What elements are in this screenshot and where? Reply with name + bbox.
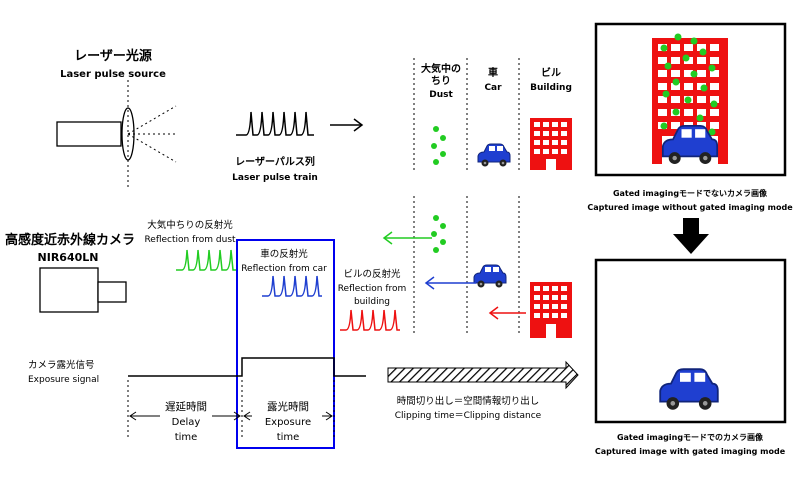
exposure-time-en-2: time — [277, 432, 300, 443]
arrow-down-icon — [673, 218, 709, 254]
exposure-time-ja: 露光時間 — [267, 400, 309, 413]
image-without-gating — [594, 22, 787, 177]
exposure-time-en-1: Exposure — [265, 417, 311, 428]
car-reflection-arrow — [424, 276, 476, 290]
car-reflection-ja: 車の反射光 — [260, 248, 308, 260]
building-icon-reflect — [530, 282, 572, 338]
laser-train-en: Laser pulse train — [232, 173, 318, 183]
caption-top-ja: Gated imagingモードでないカメラ画像 — [613, 188, 768, 198]
clipping-ja: 時間切り出し＝空間情報切り出し — [397, 395, 540, 407]
building-reflection-en-1: Reflection from — [338, 284, 407, 294]
building-reflection-arrow — [488, 306, 526, 320]
dust-reflection-ja: 大気中ちりの反射光 — [147, 219, 233, 231]
dust-reflection-en: Reflection from dust — [144, 235, 236, 245]
exposure-window-frame — [236, 239, 335, 449]
clipping-arrow — [387, 360, 579, 390]
image-with-gating — [594, 258, 787, 424]
dust-particles-top — [431, 126, 446, 165]
camera-icon — [39, 267, 127, 313]
car-label-ja: 車 — [488, 66, 498, 79]
exposure-signal-waveform — [128, 357, 366, 377]
exposure-signal-en: Exposure signal — [28, 375, 99, 385]
laser-pulse-train — [236, 111, 314, 136]
laser-train-ja: レーザーパルス列 — [235, 155, 315, 168]
dust-label-ja-2: ちり — [431, 75, 451, 87]
camera-model: NIR640LN — [38, 251, 99, 264]
building-icon — [530, 118, 572, 170]
car-label-en: Car — [484, 83, 502, 93]
arrow-right-icon — [330, 118, 364, 132]
dust-label-ja-1: 大気中の — [421, 62, 461, 75]
caption-top-en: Captured image without gated imaging mod… — [587, 203, 793, 212]
building-label-en: Building — [530, 83, 572, 93]
delay-time-en-2: time — [175, 432, 198, 443]
clipping-en: Clipping time＝Clipping distance — [395, 411, 542, 421]
dust-particles-bottom — [431, 215, 446, 253]
dust-reflection-arrow — [382, 231, 432, 245]
building-label-ja: ビル — [541, 66, 561, 79]
building-reflection-en-2: building — [354, 297, 390, 307]
exposure-signal-ja: カメラ露光信号 — [28, 359, 95, 371]
timing-guides — [127, 380, 335, 440]
building-reflection-pulses — [340, 309, 400, 331]
caption-bottom-ja: Gated imagingモードでのカメラ画像 — [617, 432, 764, 442]
car-icon-reflect — [473, 264, 507, 288]
car-reflection-pulses — [262, 275, 322, 297]
laser-title-ja: レーザー光源 — [74, 48, 152, 64]
camera-title-ja: 高感度近赤外線カメラ — [5, 232, 135, 248]
building-reflection-ja: ビルの反射光 — [343, 268, 401, 280]
delay-time-ja: 遅延時間 — [165, 401, 207, 413]
dust-overlay — [660, 33, 718, 136]
dust-label-en: Dust — [429, 90, 453, 100]
car-reflection-en: Reflection from car — [241, 264, 327, 274]
car-icon — [477, 143, 511, 167]
caption-bottom-en: Captured image with gated imaging mode — [595, 447, 786, 456]
laser-source-icon — [56, 80, 178, 188]
delay-time-en-1: Delay — [172, 417, 201, 428]
laser-title-en: Laser pulse source — [60, 69, 166, 80]
dust-reflection-pulses — [176, 249, 236, 271]
